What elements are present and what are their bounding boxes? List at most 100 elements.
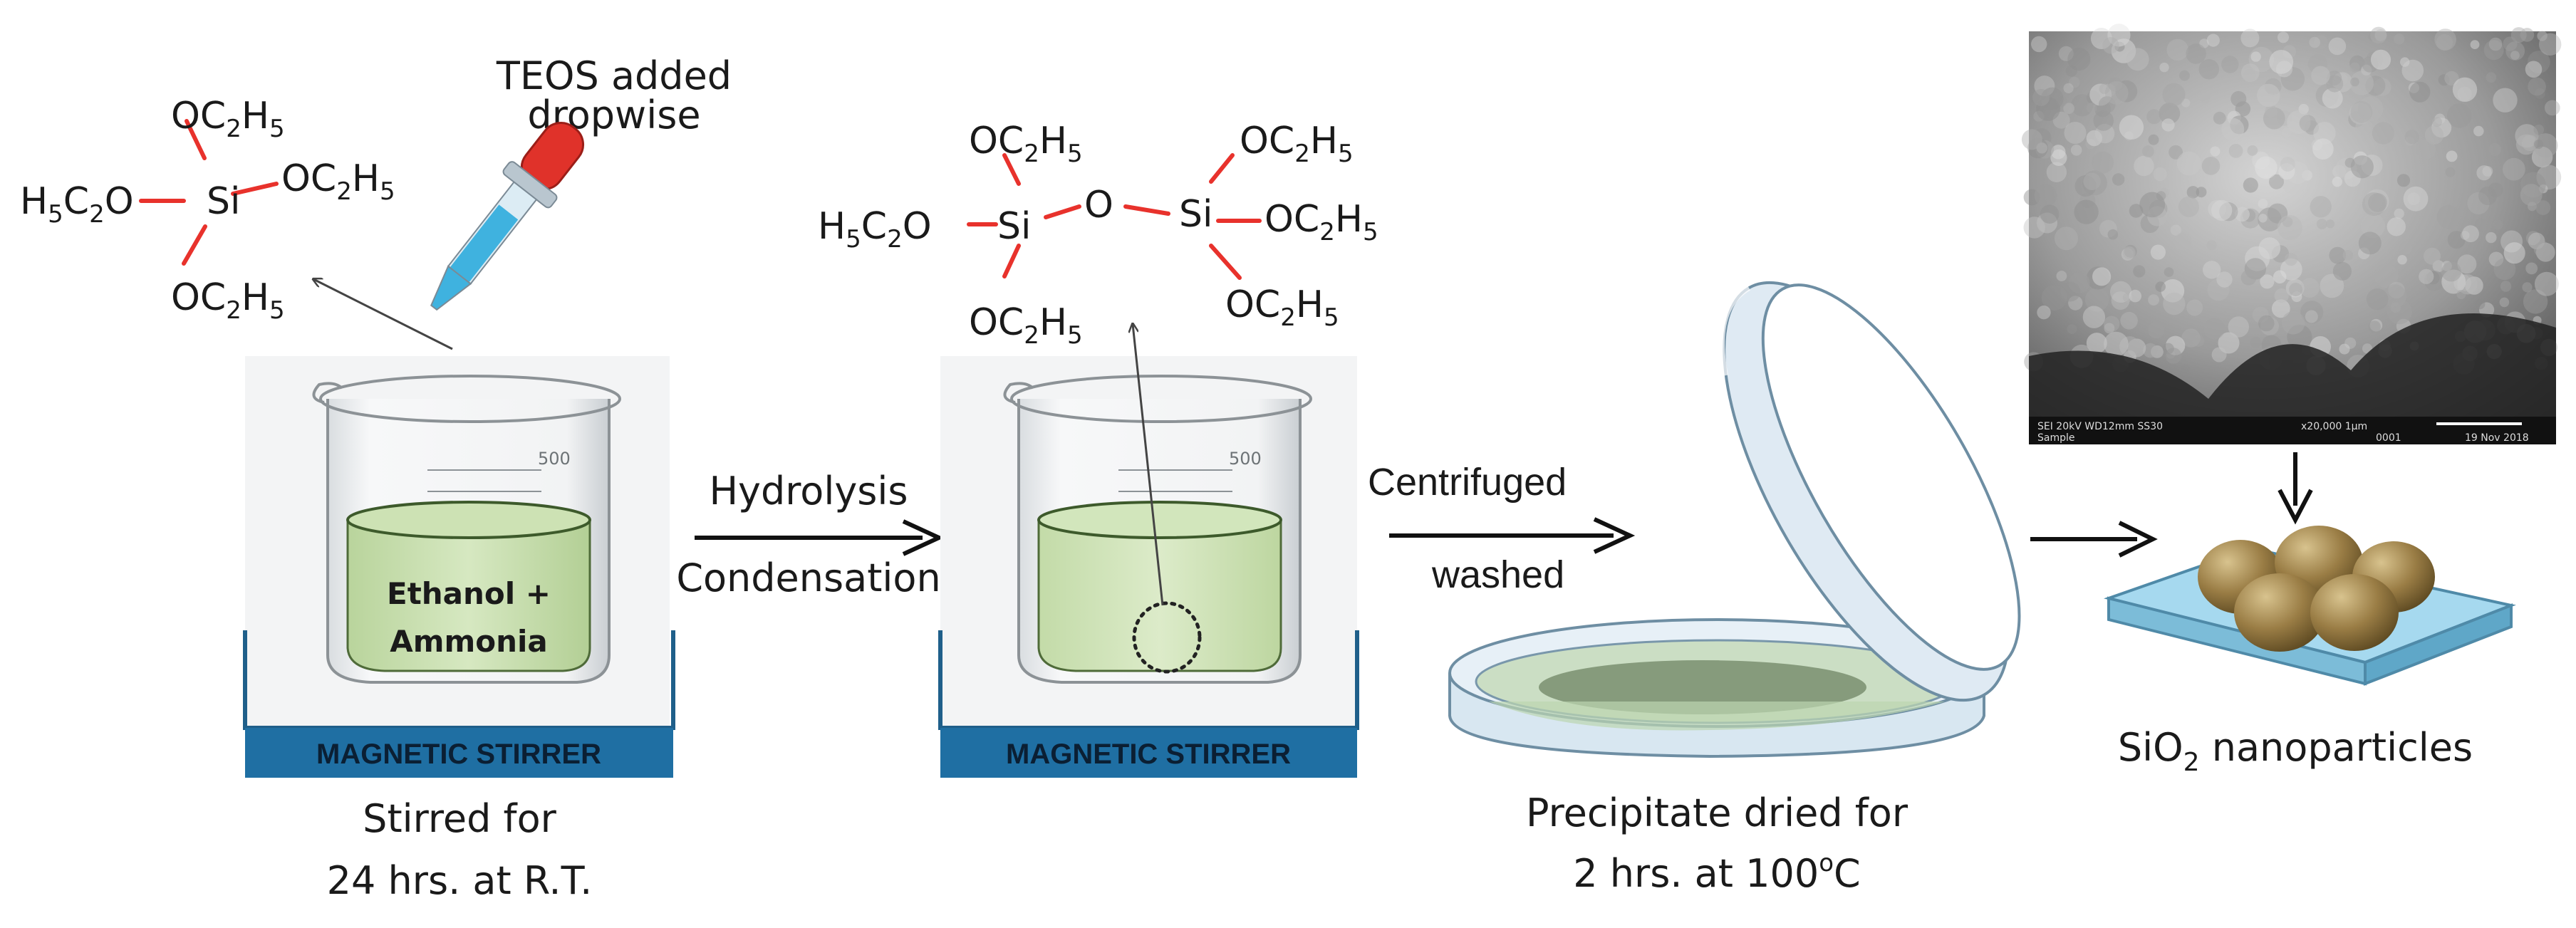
sem-grain (2285, 278, 2305, 298)
teos-molecule: Si OC2H5 OC2H5 OC2H5 H5C2O (20, 95, 395, 325)
sem-grain (2086, 266, 2110, 290)
sem-grain (2314, 35, 2328, 50)
sem-grain (2311, 139, 2323, 151)
sem-grain (2269, 174, 2284, 189)
sem-grain (2031, 36, 2047, 53)
sem-grain (2368, 320, 2381, 333)
sem-grain (2050, 149, 2067, 166)
sem-grain (2208, 199, 2226, 219)
sem-grain (2361, 64, 2372, 75)
sem-grain (2408, 82, 2419, 93)
sem-grain (2397, 255, 2407, 265)
sem-grain (2493, 219, 2503, 230)
sem-grain (2366, 288, 2389, 311)
sem-grain (2358, 231, 2382, 255)
sem-grain (2060, 281, 2081, 302)
sem-grain (2452, 77, 2478, 102)
sem-grain (2151, 345, 2164, 358)
sem-grain (2094, 123, 2115, 144)
sem-grain (2312, 138, 2334, 160)
sem-grain (2122, 293, 2132, 303)
sem-grain (2539, 184, 2548, 194)
sem-grain (2056, 95, 2067, 108)
sem-image: SEI 20kV WD12mm SS30 Sample x20,000 1μm … (2021, 24, 2562, 444)
sem-grain (2203, 318, 2226, 340)
sem-grain (2260, 274, 2275, 289)
sem-grain (2364, 189, 2389, 214)
sem-grain (2221, 118, 2245, 141)
sem-grain (2493, 258, 2516, 281)
sem-grain (2280, 67, 2305, 91)
sem-grain (2085, 139, 2096, 150)
sem-grain (2228, 144, 2243, 158)
sem-grain (2090, 28, 2112, 49)
sem-grain (2474, 218, 2488, 232)
sem-grain (2110, 281, 2132, 303)
sem-grain (2355, 118, 2372, 135)
sem-grain (2206, 240, 2217, 251)
sem-grain (2107, 24, 2131, 47)
sem-grain (2070, 145, 2082, 156)
sem-grain (2309, 36, 2320, 48)
sem-grain (2499, 297, 2510, 308)
sem-grain (2394, 208, 2404, 219)
sem-grain (2515, 134, 2537, 155)
sem-grain (2074, 175, 2097, 197)
sem-grain (2281, 127, 2292, 137)
sem-grain (2114, 41, 2125, 52)
sem-grain (2036, 142, 2047, 154)
sem-grain (2441, 269, 2466, 294)
sem-grain (2098, 96, 2116, 113)
sem-grain (2064, 122, 2087, 144)
sem-grain (2159, 187, 2169, 198)
sem-grain (2271, 245, 2290, 263)
sem-grain (2467, 192, 2490, 214)
sem-grain (2387, 217, 2406, 236)
sem-grain (2243, 209, 2256, 222)
sem-grain (2084, 288, 2109, 312)
sem-grain (2349, 103, 2372, 125)
sem-grain (2027, 137, 2048, 159)
sem-grain (2289, 283, 2303, 296)
sem-grain (2240, 63, 2260, 82)
sem-grain (2462, 225, 2479, 243)
sem-grain (2104, 81, 2129, 105)
sem-grain (2536, 165, 2562, 190)
sem-grain (2086, 103, 2097, 113)
reaction-arrow-3 (2030, 521, 2158, 558)
molecule-pointer-arrow (313, 279, 453, 350)
sem-grain (2199, 38, 2209, 48)
arrow1-label-line1: Hydrolysis (709, 469, 908, 513)
sem-grain (2493, 88, 2518, 113)
si1-bottom-ethoxy: OC2H5 (969, 301, 1083, 350)
sem-grain (2124, 244, 2137, 258)
stage2-group: Si O Si OC2H5 OC2H5 H5C2O OC2H5 OC2H5 OC… (818, 120, 1378, 778)
beaker1-label-line2: Ammonia (390, 624, 548, 659)
sem-grain (2166, 335, 2186, 355)
sem-grain (2510, 27, 2527, 43)
sem-grain (2537, 31, 2548, 41)
sem-grain (2277, 215, 2302, 241)
sem-grain (2273, 270, 2287, 284)
sem-grain (2453, 274, 2471, 292)
sem-grain (2252, 151, 2270, 170)
sem-grain (2163, 292, 2186, 316)
zone-pointer-arrow (1133, 324, 1164, 606)
sem-grain (2280, 157, 2295, 172)
right-ethoxy-label: OC2H5 (281, 157, 395, 206)
sem-grain (2527, 51, 2550, 73)
sem-grain (2302, 170, 2313, 181)
sem-grain (2534, 241, 2551, 258)
sem-grain (2447, 231, 2466, 249)
sem-grain (2161, 118, 2175, 132)
sem-grain (2250, 51, 2261, 62)
sem-grain (2186, 43, 2206, 64)
sem-grain (2503, 157, 2525, 181)
sem-grain (2515, 124, 2539, 148)
sem-grain (2198, 200, 2208, 210)
sem-grain (2161, 279, 2185, 303)
sem-grain (2405, 137, 2414, 146)
sem-grain (2260, 317, 2279, 335)
sem-grain (2052, 111, 2070, 129)
